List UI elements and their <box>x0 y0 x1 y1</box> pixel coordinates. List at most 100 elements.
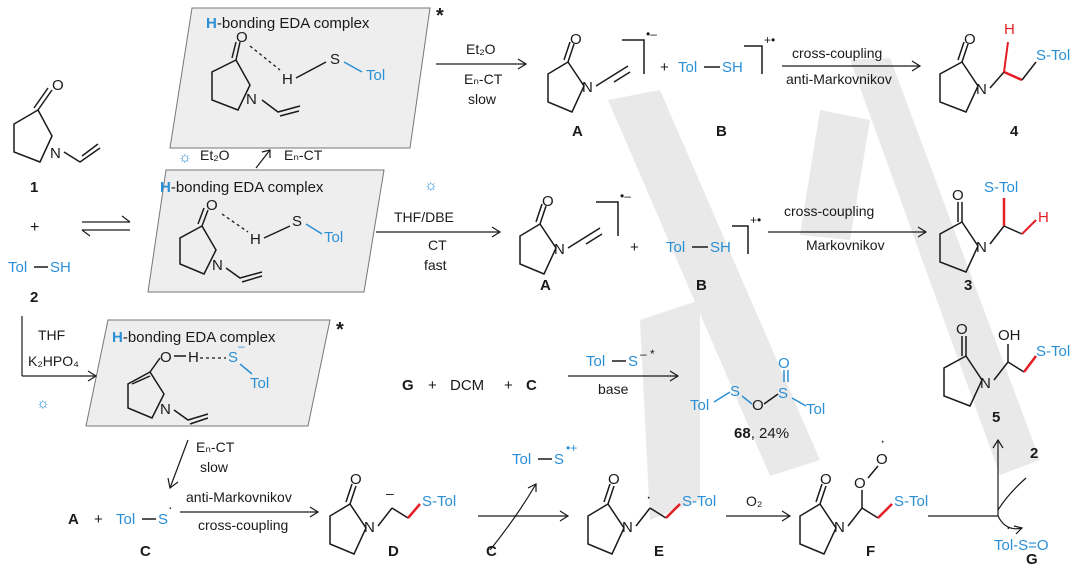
svg-text:·: · <box>646 489 651 506</box>
svg-text:S: S <box>730 383 740 400</box>
svg-text:Tol: Tol <box>690 397 709 414</box>
svg-text:+: + <box>660 59 669 76</box>
svg-text:O: O <box>952 187 964 204</box>
svg-text:O: O <box>778 355 790 372</box>
svg-text:Et₂O: Et₂O <box>200 147 230 163</box>
svg-text:C: C <box>140 543 151 560</box>
svg-text:S-Tol: S-Tol <box>1036 343 1070 360</box>
svg-text:N: N <box>364 519 375 536</box>
svg-text:S-Tol: S-Tol <box>682 493 716 510</box>
svg-text:cross-coupling: cross-coupling <box>792 45 882 61</box>
svg-text:C: C <box>486 543 497 560</box>
svg-text:N: N <box>976 81 987 98</box>
svg-text:S: S <box>778 385 788 402</box>
svg-text:–: – <box>386 485 394 501</box>
svg-text:anti-Markovnikov: anti-Markovnikov <box>786 71 892 87</box>
svg-text:S: S <box>554 451 564 468</box>
svg-text:S: S <box>628 353 638 370</box>
svg-text:N: N <box>582 79 593 96</box>
svg-text:O: O <box>570 31 582 48</box>
svg-text:Tol: Tol <box>116 511 135 528</box>
svg-text:OH: OH <box>998 327 1021 344</box>
svg-text:H: H <box>282 71 293 88</box>
svg-text:B: B <box>716 123 727 140</box>
svg-text:slow: slow <box>200 459 229 475</box>
svg-text:S-Tol: S-Tol <box>894 493 928 510</box>
svg-text:•–: •– <box>620 189 631 203</box>
svg-text:O: O <box>956 321 968 338</box>
svg-text:DCM: DCM <box>450 377 484 394</box>
svg-text:Eₙ-CT: Eₙ-CT <box>464 71 503 87</box>
svg-text:Tol: Tol <box>512 451 531 468</box>
svg-text:H: H <box>188 349 199 366</box>
svg-text:☼: ☼ <box>36 395 50 412</box>
svg-text:O: O <box>752 397 764 414</box>
svg-text:O: O <box>160 349 172 366</box>
svg-text:N: N <box>246 91 257 108</box>
svg-text:Eₙ-CT: Eₙ-CT <box>284 147 323 163</box>
bottom-row: A + Tol S · C anti-Markovnikov cross-cou… <box>68 433 1049 564</box>
top-row: Et₂O Eₙ-CT slow O N •– A + Tol SH +• B c… <box>436 21 1070 140</box>
svg-text:5: 5 <box>992 409 1000 426</box>
svg-text:O: O <box>854 475 866 492</box>
svg-text:☼: ☼ <box>424 177 438 194</box>
svg-text:SH: SH <box>722 59 743 76</box>
svg-text:Tol: Tol <box>586 353 605 370</box>
svg-text:H: H <box>250 231 261 248</box>
equilibrium-arrow <box>81 215 131 237</box>
svg-text:N: N <box>622 519 633 536</box>
svg-text:Tol: Tol <box>8 259 27 276</box>
svg-text:O: O <box>608 471 620 488</box>
svg-text:E: E <box>654 543 664 560</box>
middle-row: ☼ THF/DBE CT fast O N •– A + Tol SH +• B… <box>376 177 1049 294</box>
svg-text:H-bonding EDA complex: H-bonding EDA complex <box>112 329 276 346</box>
compound-1: O N 1 <box>13 77 101 196</box>
svg-text:N: N <box>50 145 61 162</box>
svg-text:slow: slow <box>468 91 497 107</box>
svg-text:Tol-S=O: Tol-S=O <box>994 537 1049 554</box>
svg-text:N: N <box>554 241 565 258</box>
svg-text:cross-coupling: cross-coupling <box>784 203 874 219</box>
svg-text:·: · <box>880 433 885 450</box>
svg-text:+•: +• <box>750 213 761 227</box>
svg-text:Tol: Tol <box>250 375 269 392</box>
svg-text:A: A <box>572 123 583 140</box>
svg-text:B: B <box>696 277 707 294</box>
svg-text:O: O <box>964 31 976 48</box>
svg-text:4: 4 <box>1010 123 1019 140</box>
svg-text:THF: THF <box>38 327 65 343</box>
svg-text:fast: fast <box>424 257 447 273</box>
svg-text:O: O <box>876 451 888 468</box>
compound-5: O N OH S-Tol 5 <box>943 321 1070 426</box>
svg-text:Tol: Tol <box>366 67 385 84</box>
svg-text:+: + <box>30 219 39 236</box>
svg-text:Tol: Tol <box>666 239 685 256</box>
svg-text:SH: SH <box>710 239 731 256</box>
svg-text:+•: +• <box>764 33 775 47</box>
svg-text:*: * <box>436 5 444 27</box>
svg-text:THF/DBE: THF/DBE <box>394 209 454 225</box>
svg-text:Tol: Tol <box>324 229 343 246</box>
svg-text:1: 1 <box>30 179 38 196</box>
svg-text:G: G <box>1026 551 1038 564</box>
svg-text:+: + <box>504 377 513 394</box>
eda-complex-box-bottom: H-bonding EDA complex * O N H S – Tol <box>85 319 344 427</box>
svg-text:Tol: Tol <box>806 401 825 418</box>
svg-text:D: D <box>388 543 399 560</box>
svg-text:·: · <box>1006 519 1011 535</box>
svg-text:cross-coupling: cross-coupling <box>198 517 288 533</box>
svg-text:O: O <box>236 29 248 46</box>
svg-text:G: G <box>402 377 414 394</box>
svg-text:– *: – * <box>640 347 655 361</box>
svg-text:S: S <box>292 213 302 230</box>
svg-text:Et₂O: Et₂O <box>466 41 496 57</box>
svg-text:S: S <box>228 349 238 366</box>
svg-text:•+: •+ <box>566 441 577 455</box>
svg-text:·: · <box>168 499 173 515</box>
svg-text:S: S <box>158 511 168 528</box>
svg-text:C: C <box>526 377 537 394</box>
svg-text:A: A <box>68 511 79 528</box>
svg-text:+: + <box>94 511 103 528</box>
svg-text:S-Tol: S-Tol <box>984 179 1018 196</box>
